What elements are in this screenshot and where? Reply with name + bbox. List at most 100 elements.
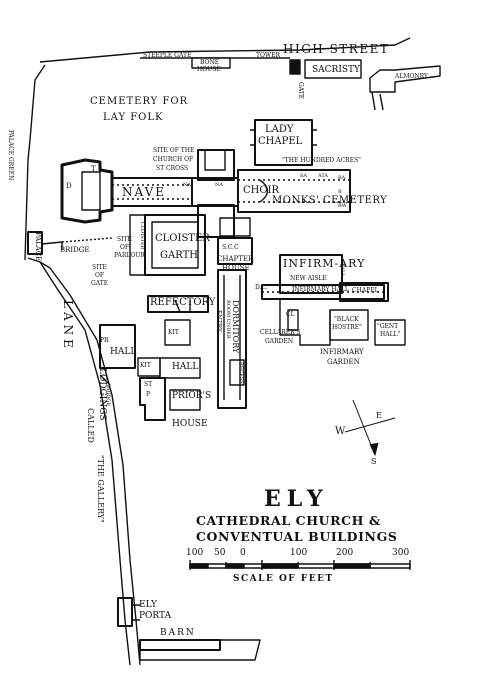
label-b: B [338, 189, 342, 195]
label-site-gate-1: SITE [92, 264, 107, 271]
high-street-line [39, 37, 411, 63]
infirmary-buildings [279, 300, 331, 346]
label-lady-chapel-2: CHAPEL [258, 136, 303, 147]
kitchen-block-1 [164, 319, 191, 346]
label-chapter-1: CHAPTER [217, 255, 254, 263]
label-infirmary-garden-2: GARDEN [327, 358, 360, 366]
ely-porta [117, 597, 133, 627]
cloister [144, 214, 206, 276]
compass-west: W [335, 426, 346, 437]
label-dormitory: DORMITORY [231, 300, 240, 354]
scale-tick-0: 0 [240, 548, 246, 558]
label-site-church-1: SITE OF THE [153, 147, 195, 154]
label-palace-green: PALACE GREEN [7, 130, 14, 181]
label-room-under: ROOM UNDER [225, 300, 231, 339]
label-st: ST [144, 381, 153, 388]
priors-house [139, 377, 166, 421]
label-lane: LANE [61, 300, 75, 352]
label-site-church-3: ST CROSS [156, 165, 189, 172]
label-cloister: CLOISTER [155, 233, 210, 244]
transept-north [197, 149, 235, 181]
west-boundary [24, 64, 46, 261]
bridge-lane [99, 374, 111, 386]
label-na-1: NA [183, 182, 191, 188]
label-ely-porta-2: PORTA [139, 611, 172, 621]
label-site-parlour-2: OF [120, 244, 130, 251]
lady-chapel [254, 119, 313, 166]
label-p: P [146, 391, 151, 398]
infirmary-chapel [339, 282, 389, 302]
label-bone-house-2: HOUSE [197, 66, 221, 73]
label-ba: BA [338, 175, 346, 181]
label-cloister-side: CLOISTER [139, 222, 145, 250]
label-palace: PALACE [34, 232, 42, 262]
chapter-house [217, 237, 253, 265]
lane-east-line [39, 261, 141, 666]
label-hundred-acres: "THE HUNDRED ACRES" [282, 157, 361, 164]
label-hall-1: HALL [110, 347, 137, 357]
scale-caption: SCALE OF FEET [233, 574, 334, 584]
label-tower: TOWER [256, 52, 280, 59]
label-new-aisle: NEW AISLE [290, 275, 327, 282]
gent-hall [374, 319, 406, 346]
priors-annex [169, 389, 201, 411]
label-bone-house-1: BONE [200, 59, 220, 66]
map-subtitle-1: CATHEDRAL CHURCH & [196, 513, 381, 528]
label-lady-chapel-1: LADY [265, 124, 294, 135]
compass-rose [344, 399, 396, 456]
label-pr: PR [100, 337, 109, 344]
cloister-walk [129, 214, 146, 276]
label-ely-porta-1: ELY [139, 600, 157, 610]
label-gent-hall-2: HALL" [380, 331, 401, 338]
label-chapel: CHAPEL [352, 287, 379, 294]
label-monks-cemetery: MONKS' CEMETERY [272, 195, 388, 206]
scale-tick-100-left: 100 [186, 548, 204, 558]
label-black-hostre-2: HOSTRE" [332, 324, 362, 331]
barn-wall [139, 639, 261, 661]
label-infirmary-garden-1: INFIRMARY [320, 348, 364, 356]
sacristy-block [304, 59, 362, 79]
scale-tick-50: 50 [214, 548, 226, 558]
bone-house [191, 57, 231, 69]
dormitory [217, 269, 247, 409]
compass-south: S [371, 457, 377, 466]
label-the-gallery: "THE GALLERY" [96, 455, 105, 523]
label-priors-1: PRIOR'S [172, 391, 212, 401]
infirmary [279, 254, 343, 294]
label-na-2: NA [215, 182, 223, 188]
label-cellarers-1: CELLARER'S [260, 329, 301, 336]
label-ata: ATA [318, 173, 329, 179]
compass-east: E [376, 411, 382, 420]
label-site-gate-2: OF [95, 272, 105, 279]
label-chapter-2: HOUSE [222, 264, 250, 272]
label-infirmary-hall: INFIRMARY HALL [292, 286, 349, 293]
cloister-garth [151, 221, 199, 269]
almonry-wall [371, 91, 384, 111]
label-entry: ENTRY [215, 310, 222, 332]
recess [229, 359, 245, 386]
lane-west-line [27, 257, 131, 666]
scale-tick-300: 300 [392, 548, 410, 558]
label-cemetery-1: CEMETERY FOR [90, 96, 189, 107]
label-kitchen-2: KIT [140, 362, 151, 369]
label-infirmary: INFIRM-ARY [283, 257, 366, 270]
st-cross-site [204, 149, 226, 171]
label-site-parlour-3: PARLOUR [114, 252, 145, 259]
map-subtitle-2: CONVENTUAL BUILDINGS [196, 529, 398, 544]
label-site-gate-3: GATE [91, 280, 109, 287]
label-called: CALLED [86, 408, 95, 443]
scale-tick-200: 200 [336, 548, 354, 558]
label-site-church-2: CHURCH OF [153, 156, 194, 163]
label-bridge: BRIDGE [60, 246, 90, 254]
label-gate-top: GATE [297, 82, 304, 100]
label-recess: RECESS [238, 362, 244, 384]
label-bw: BW [338, 203, 347, 209]
label-scc: S.C.C [222, 244, 239, 251]
label-sacristy: SACRISTY [312, 65, 360, 75]
label-black-hostre-1: "BLACK [334, 316, 359, 323]
label-nave: NAVE [122, 185, 166, 199]
label-site-parlour-1: SITE [117, 236, 132, 243]
label-steeple-gate: STEEPLE GATE [143, 52, 192, 59]
almonry-block [369, 65, 441, 93]
map-title: ELY [264, 486, 329, 512]
